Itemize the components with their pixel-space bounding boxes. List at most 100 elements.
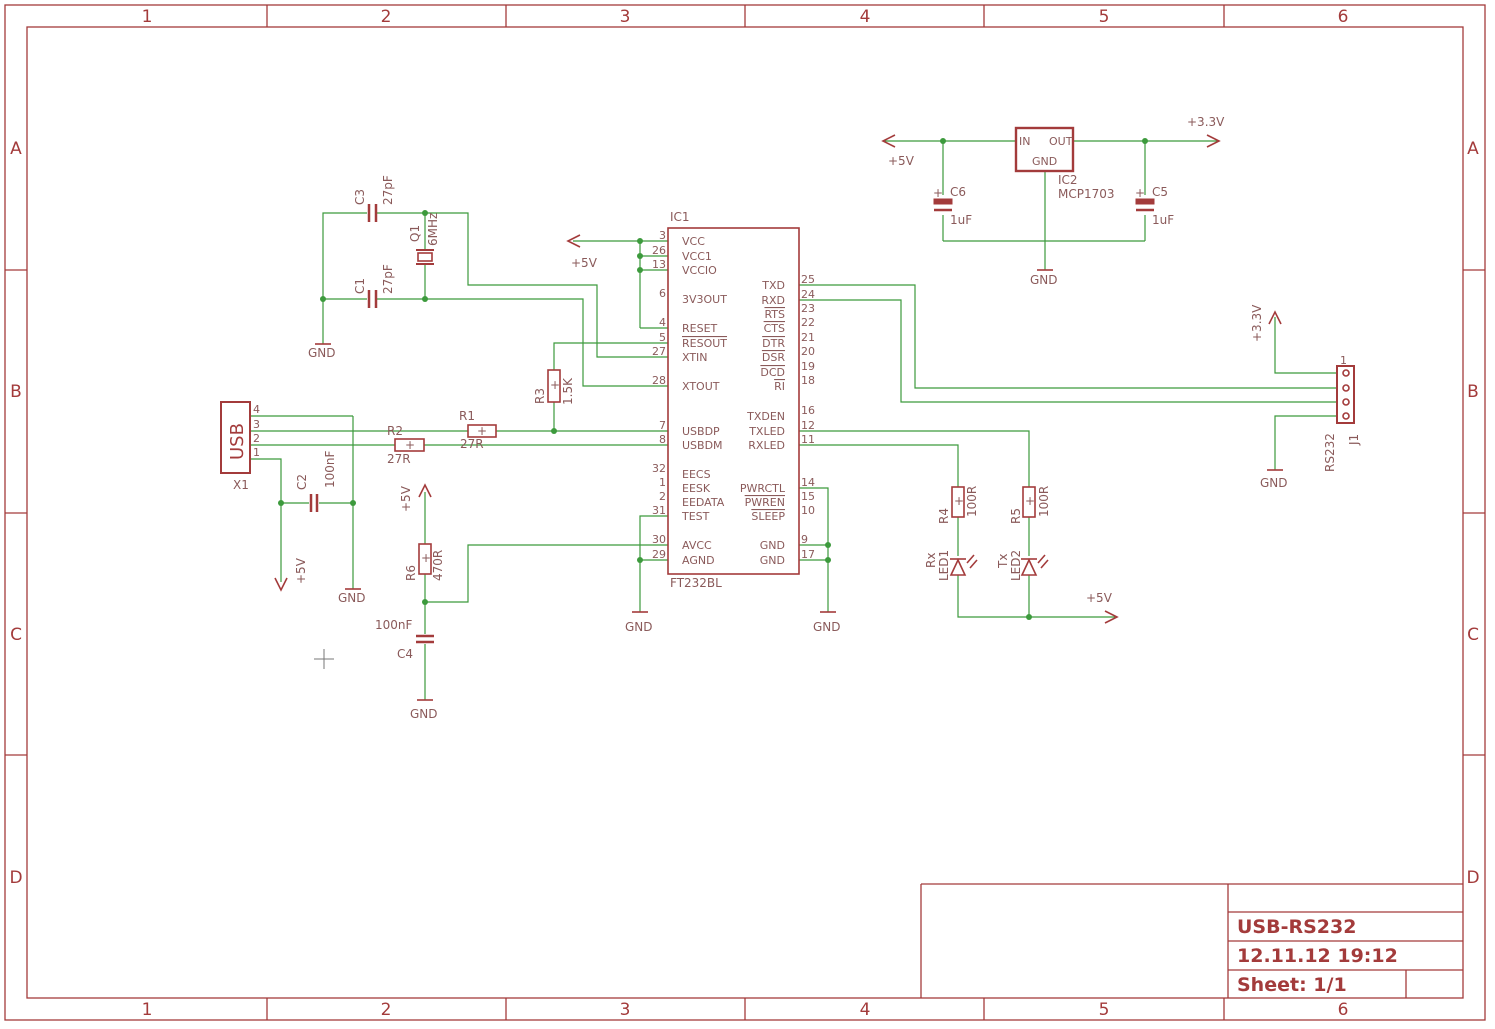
column-label: 3 xyxy=(620,7,631,27)
ic1-pin-number: 2 xyxy=(659,490,666,503)
usb-connector-x1[interactable]: USB 4 3 2 1 X1 xyxy=(220,401,260,492)
resistor-r3[interactable]: + R3 1.5K xyxy=(533,369,575,405)
c2-name: C2 xyxy=(295,474,309,490)
ic1-pin-name: RESET xyxy=(682,322,718,335)
ic1-pin-name: TEST xyxy=(681,510,710,523)
ic1-pin-number: 6 xyxy=(659,287,666,300)
svg-text:+: + xyxy=(1135,186,1145,200)
j1-value: RS232 xyxy=(1323,433,1337,472)
ic2-pin-out: OUT xyxy=(1049,135,1073,148)
ic1-pin-number: 29 xyxy=(652,548,666,561)
column-label: 1 xyxy=(142,1000,153,1020)
supply-label-3v3: +3.3V xyxy=(1187,115,1225,129)
capacitor-c3[interactable]: C3 27pF xyxy=(353,175,395,222)
svg-text:+: + xyxy=(954,494,964,508)
svg-text:+: + xyxy=(421,551,431,565)
r1-name: R1 xyxy=(459,409,475,423)
cursor-crosshair-icon xyxy=(314,649,334,669)
row-label: D xyxy=(9,868,22,888)
column-label: 5 xyxy=(1099,1000,1110,1020)
frame-row-labels-left: A B C D xyxy=(9,139,22,888)
j1-pin1: 1 xyxy=(1340,354,1347,367)
r5-value: 100R xyxy=(1037,486,1051,517)
svg-text:+: + xyxy=(477,424,487,438)
x1-value: USB xyxy=(227,423,248,460)
resistor-r5[interactable]: + R5 100R xyxy=(1009,486,1051,524)
r1-value: 27R xyxy=(460,437,484,451)
gnd-label: GND xyxy=(813,620,841,634)
ic1-pin-number: 16 xyxy=(801,404,815,417)
ic2-name: IC2 xyxy=(1058,173,1078,187)
ic1-pin-name: DSR xyxy=(762,351,785,364)
ic1-pin-number: 14 xyxy=(801,476,815,489)
c5-value: 1uF xyxy=(1152,213,1174,227)
r2-value: 27R xyxy=(387,452,411,466)
ic1-pin-name: RTS xyxy=(764,308,785,321)
resistor-r6[interactable]: + R6 470R xyxy=(404,543,445,581)
header-j1[interactable]: 1 RS232 J1 xyxy=(1323,354,1361,472)
supply-symbols: +5V GND +5V GND +5V GND GND GND +5V +3.3… xyxy=(274,115,1288,721)
sheet-number: Sheet: 1/1 xyxy=(1237,974,1347,996)
drawing-frame xyxy=(4,4,1486,1021)
x1-pin: 2 xyxy=(253,432,260,445)
led2-name: LED2 xyxy=(1009,550,1023,581)
ic1-pin-name: DCD xyxy=(760,366,785,379)
ic1-pin-name: RI xyxy=(774,380,785,393)
gnd-label: GND xyxy=(1030,273,1058,287)
ic1-pin-number: 19 xyxy=(801,360,815,373)
c6-value: 1uF xyxy=(950,213,972,227)
row-label: A xyxy=(10,139,22,159)
svg-text:+: + xyxy=(1025,494,1035,508)
gnd-label: GND xyxy=(308,346,336,360)
resistor-r4[interactable]: + R4 100R xyxy=(937,486,979,524)
ic2-mcp1703[interactable]: IN OUT GND IC2 MCP1703 xyxy=(1014,126,1115,201)
ic1-name: IC1 xyxy=(670,210,690,224)
frame-column-labels-top: 1 2 3 4 5 6 xyxy=(142,7,1349,27)
ic1-pin-number: 30 xyxy=(652,533,666,546)
ic1-pin-number: 18 xyxy=(801,374,815,387)
ic1-pin-number: 8 xyxy=(659,433,666,446)
ic1-pin-number: 11 xyxy=(801,433,815,446)
r6-value: 470R xyxy=(431,550,445,581)
resistor-r2[interactable]: + R2 27R xyxy=(387,424,425,466)
ic1-pin-name: USBDM xyxy=(682,439,723,452)
capacitor-c5[interactable]: + C5 1uF xyxy=(1135,185,1174,227)
c5-name: C5 xyxy=(1152,185,1168,199)
column-label: 2 xyxy=(381,7,392,27)
led1[interactable]: Rx LED1 xyxy=(924,550,978,581)
ic1-pin-number: 24 xyxy=(801,288,815,301)
crystal-q1[interactable]: Q1 6MHz xyxy=(408,213,440,265)
q1-name: Q1 xyxy=(408,225,422,242)
frame-row-labels-right: A B C D xyxy=(1466,139,1479,888)
j1-name: J1 xyxy=(1347,434,1361,446)
ic1-pin-name: VCC1 xyxy=(682,250,712,263)
capacitor-c1[interactable]: C1 27pF xyxy=(353,264,395,308)
row-label: B xyxy=(1467,382,1479,402)
row-label: C xyxy=(10,625,22,645)
r2-name: R2 xyxy=(387,424,403,438)
resistor-r1[interactable]: + R1 27R xyxy=(459,409,497,451)
led2[interactable]: Tx LED2 xyxy=(996,550,1049,581)
column-label: 4 xyxy=(860,7,871,27)
ic1-pin-number: 13 xyxy=(652,258,666,271)
ic1-pin-number: 31 xyxy=(652,504,666,517)
gnd-label: GND xyxy=(338,591,366,605)
ic1-pin-name: DTR xyxy=(762,337,785,350)
svg-text:+: + xyxy=(405,438,415,452)
drawing-datetime: 12.11.12 19:12 xyxy=(1237,945,1398,967)
ic1-pin-name: TXLED xyxy=(748,425,785,438)
ic2-value: MCP1703 xyxy=(1058,187,1115,201)
ic1-pin-number: 22 xyxy=(801,316,815,329)
capacitor-c4[interactable]: 100nF C4 xyxy=(375,618,434,661)
capacitor-c2[interactable]: C2 100nF xyxy=(295,450,337,512)
ic1-pin-name: TXDEN xyxy=(746,410,785,423)
ic2-pin-in: IN xyxy=(1019,135,1030,148)
x1-pin: 3 xyxy=(253,418,260,431)
ic1-pin-name: EEDATA xyxy=(682,496,725,509)
supply-label-3v3: +3.3V xyxy=(1250,304,1264,342)
capacitor-c6[interactable]: + C6 1uF xyxy=(933,185,972,227)
gnd-label: GND xyxy=(625,620,653,634)
svg-text:+: + xyxy=(550,378,560,392)
